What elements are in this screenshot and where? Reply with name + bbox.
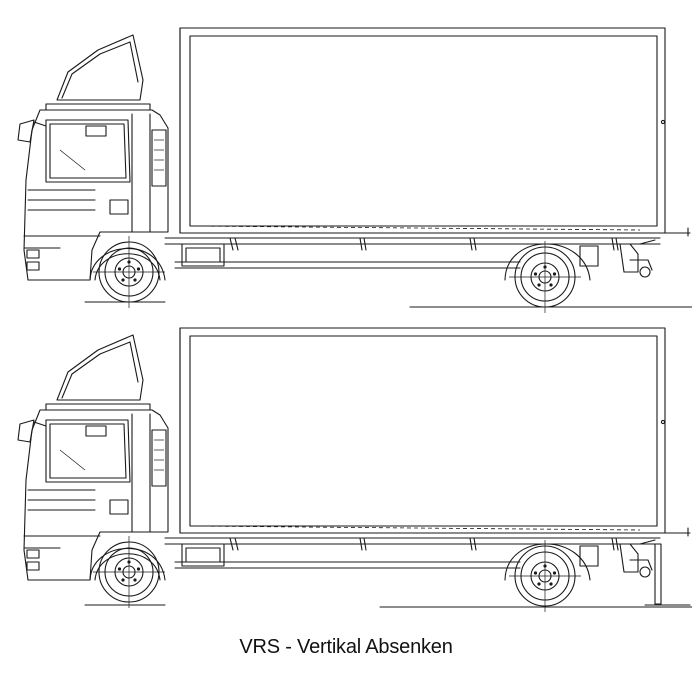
truck-lowered-vertically	[17, 327, 692, 613]
figure-caption: VRS - Vertikal Absenken	[239, 636, 453, 658]
truck-normal-height	[17, 27, 692, 314]
